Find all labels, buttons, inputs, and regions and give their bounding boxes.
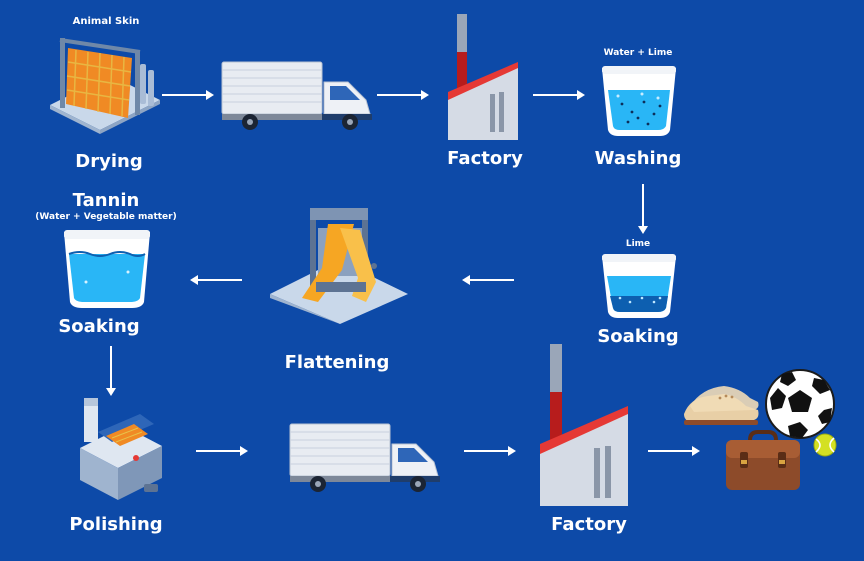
soaking-right-label: Soaking	[597, 326, 679, 347]
arrow-right-icon	[196, 446, 248, 456]
factory-bottom-label: Factory	[551, 514, 627, 535]
soaking-right-input-label: Lime	[625, 239, 651, 249]
drying-label: Drying	[75, 151, 143, 172]
arrow-left-icon	[462, 275, 514, 285]
truck-icon	[289, 423, 440, 492]
washing-input-label: Water + Lime	[603, 48, 673, 58]
lime-tank-icon	[602, 254, 676, 318]
arrow-right-icon	[533, 90, 585, 100]
drying-input-label: Animal Skin	[72, 16, 140, 27]
football-icon	[765, 369, 835, 439]
polishing-machine-icon	[80, 398, 162, 500]
tennis-ball-icon	[813, 433, 837, 457]
leather-bag-icon	[726, 430, 800, 490]
water-tank-icon	[602, 66, 676, 136]
arrow-down-icon	[638, 184, 648, 234]
factory-icon	[540, 344, 628, 506]
arrow-right-icon	[648, 446, 700, 456]
factory-icon	[448, 14, 518, 140]
flattening-label: Flattening	[284, 352, 390, 373]
arrow-right-icon	[377, 90, 429, 100]
arrow-left-icon	[190, 275, 242, 285]
arrow-right-icon	[162, 90, 214, 100]
washing-label: Washing	[594, 148, 682, 169]
arrow-right-icon	[464, 446, 516, 456]
flattening-machine-icon	[270, 208, 408, 324]
tannin-contents-label: (Water + Vegetable matter)	[35, 212, 177, 222]
soaking-left-label: Soaking	[58, 316, 140, 337]
drying-rack-icon	[50, 38, 160, 134]
tannin-tank-icon	[64, 230, 150, 308]
tannin-label: Tannin	[72, 190, 140, 211]
polishing-label: Polishing	[69, 514, 163, 535]
shoes-icon	[684, 386, 759, 425]
arrow-down-icon	[106, 346, 116, 396]
truck-icon	[221, 61, 372, 130]
factory-top-label: Factory	[447, 148, 523, 169]
